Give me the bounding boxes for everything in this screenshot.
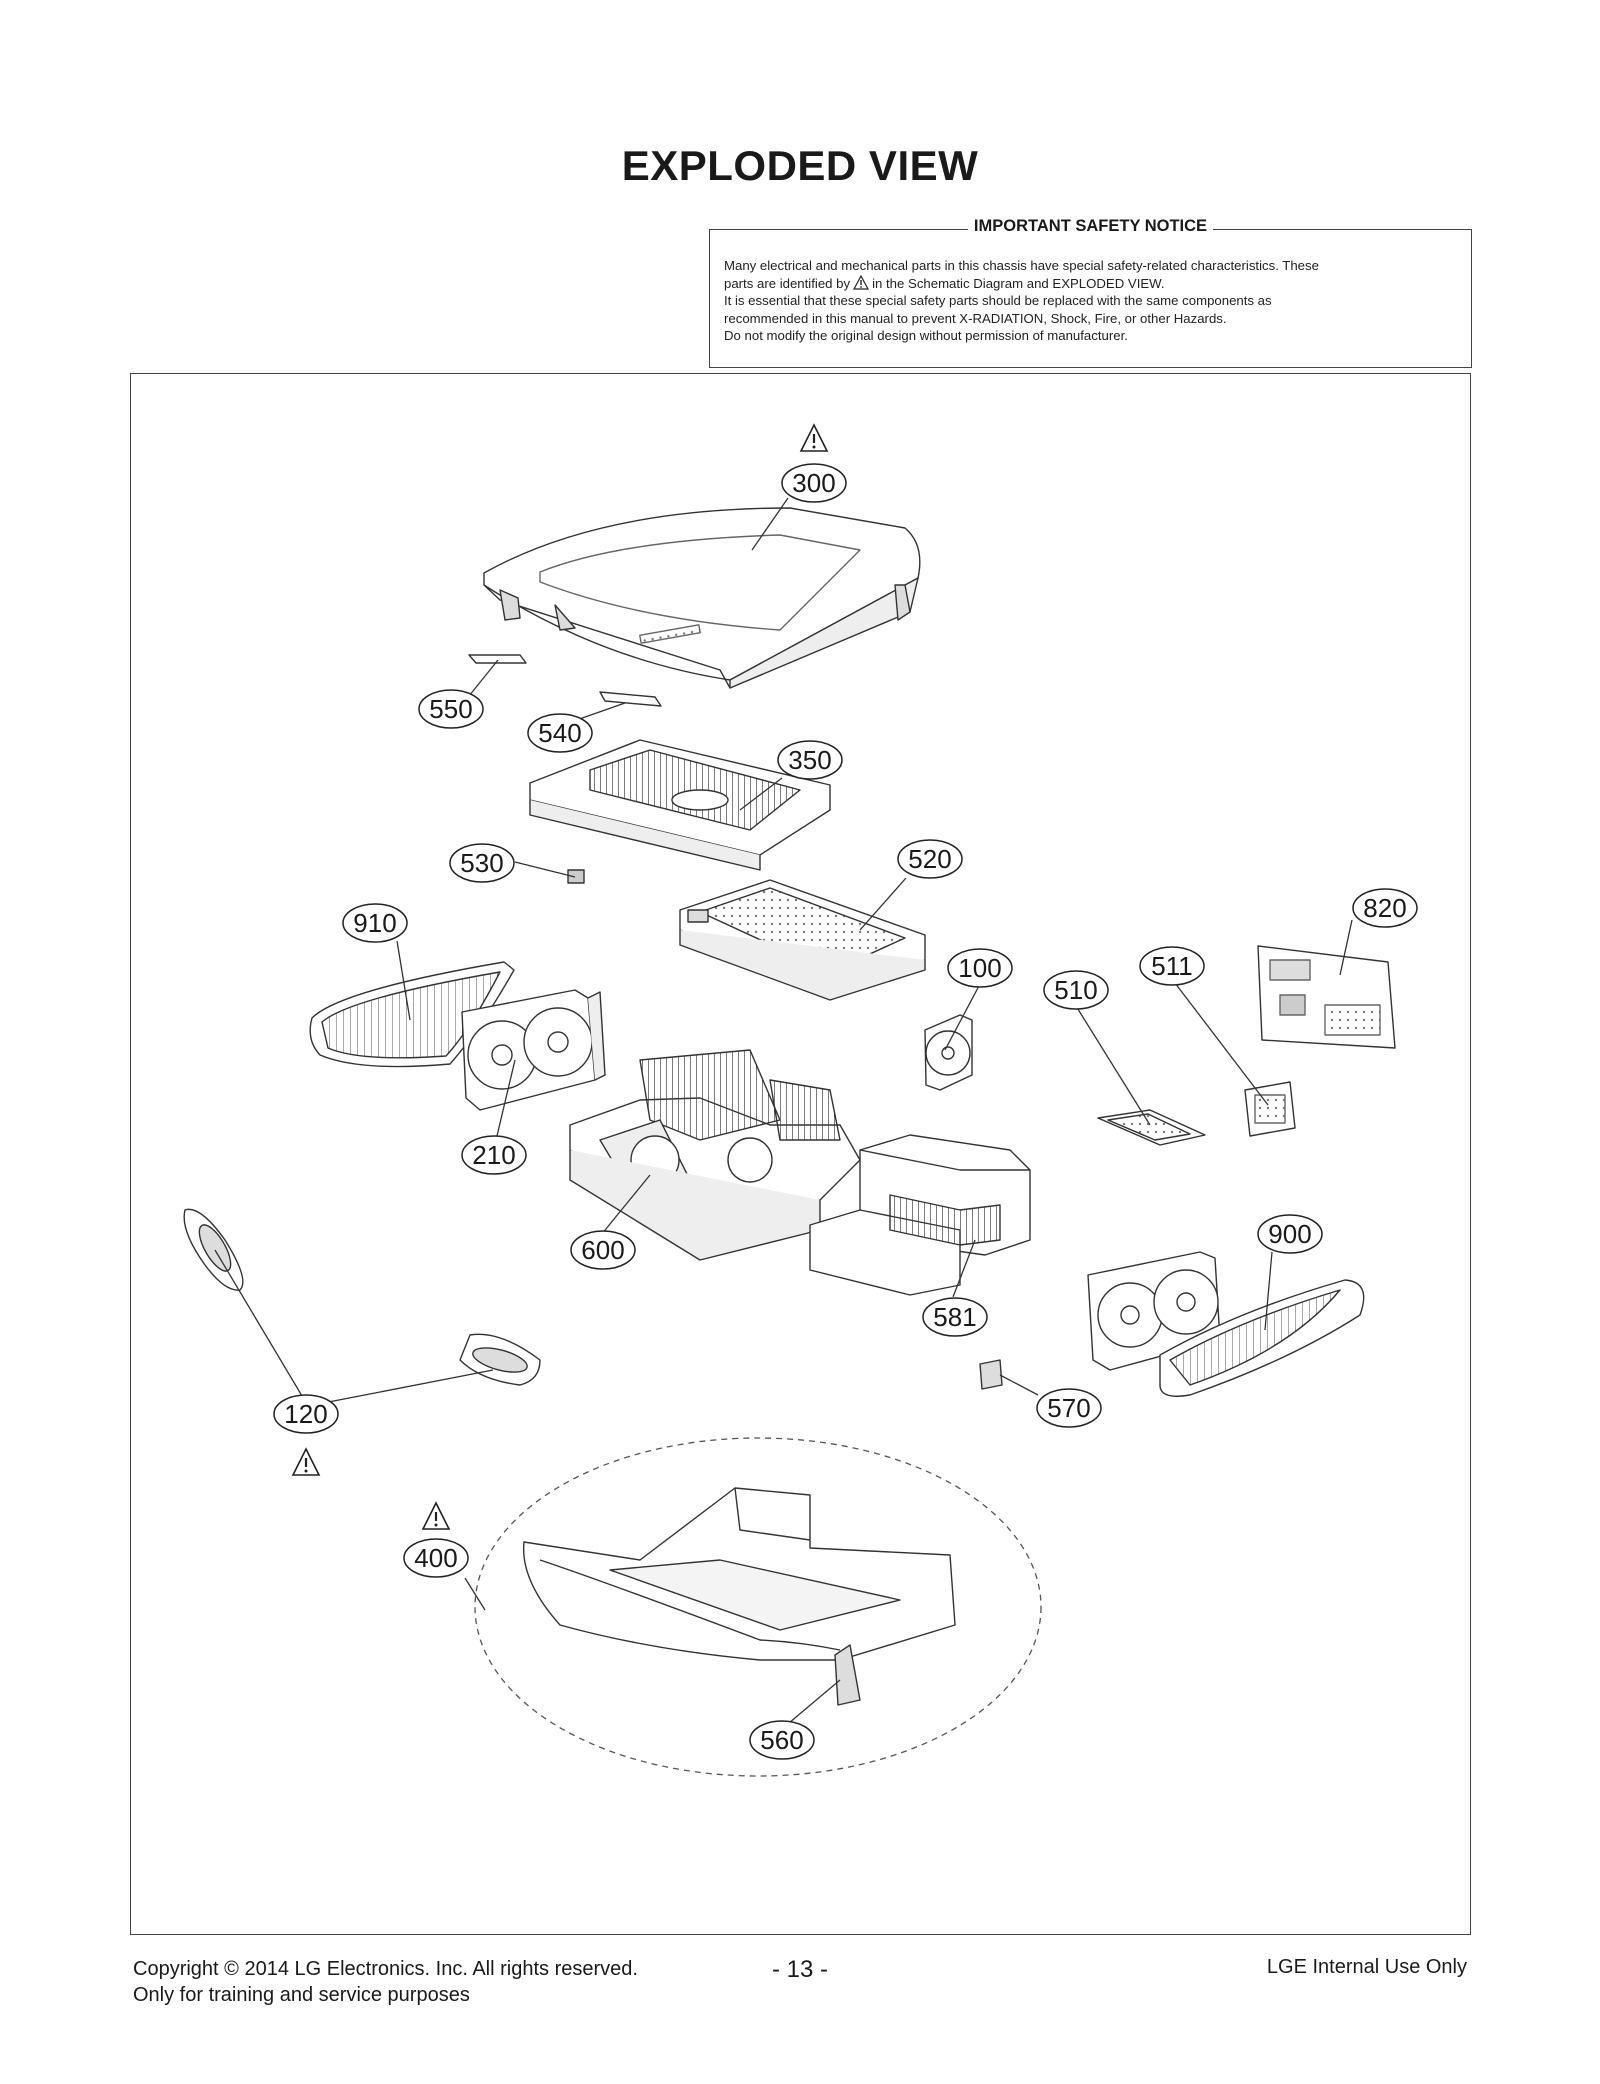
callout-label: 120 <box>284 1399 327 1429</box>
page-title: EXPLODED VIEW <box>621 142 979 189</box>
part-300-top-cover <box>483 507 921 689</box>
callout-label: 530 <box>460 848 503 878</box>
footer-page-number: - 13 - <box>771 1956 828 1983</box>
callout-511: 511 <box>1139 946 1205 986</box>
callout-600: 600 <box>570 1230 636 1270</box>
callout-bubble <box>947 948 1013 988</box>
callout-540: 540 <box>527 713 593 753</box>
callout-label: 600 <box>581 1235 624 1265</box>
callout-label: 910 <box>353 908 396 938</box>
callout-910: 910 <box>342 903 408 943</box>
callout-label: 570 <box>1047 1393 1090 1423</box>
callout-label: 300 <box>792 468 835 498</box>
callout-bubble <box>749 1720 815 1760</box>
part-600-main-chassis <box>569 1049 861 1261</box>
callout-bubble <box>449 843 515 883</box>
callout-120: 120 <box>273 1394 339 1476</box>
callout-550: 550 <box>418 689 484 729</box>
callout-350: 350 <box>777 740 843 780</box>
part-100-fan <box>924 1014 973 1091</box>
warning-triangle-icon <box>421 1501 451 1530</box>
footer-copyright: Copyright © 2014 LG Electronics. Inc. Al… <box>133 1958 638 1980</box>
callout-bubble <box>1043 970 1109 1010</box>
callout-bubble <box>418 689 484 729</box>
safety-notice-body: Many electrical and mechanical parts in … <box>724 257 1457 345</box>
base-group-dashed-ellipse <box>474 1437 1042 1777</box>
callout-label: 510 <box>1054 975 1097 1005</box>
callout-bubble <box>777 740 843 780</box>
callout-label: 560 <box>760 1725 803 1755</box>
callout-bubble <box>461 1135 527 1175</box>
callout-560: 560 <box>749 1720 815 1760</box>
part-210-fan-assembly <box>461 989 606 1111</box>
callout-bubble <box>1139 946 1205 986</box>
part-530-connector <box>567 869 585 884</box>
part-400-base <box>522 1487 956 1706</box>
notice-line-5: Do not modify the original design withou… <box>724 328 1128 343</box>
part-511-board <box>1244 1081 1296 1137</box>
callout-label: 511 <box>1151 951 1192 981</box>
callout-bubble <box>1352 888 1418 928</box>
callout-label: 550 <box>429 694 472 724</box>
callout-570: 570 <box>1036 1388 1102 1428</box>
callout-bubble <box>781 463 847 503</box>
callout-bubble <box>1257 1214 1323 1254</box>
part-900-fan-assembly <box>1087 1251 1365 1397</box>
footer-training-note: Only for training and service purposes <box>133 1984 470 2006</box>
safety-notice-box: IMPORTANT SAFETY NOTICE Many electrical … <box>709 217 1472 368</box>
callout-bubble <box>403 1538 469 1578</box>
safety-notice-title: IMPORTANT SAFETY NOTICE <box>710 217 1471 236</box>
callout-400: 400 <box>403 1501 469 1578</box>
callout-bubble <box>570 1230 636 1270</box>
notice-line-1: Many electrical and mechanical parts in … <box>724 258 1319 273</box>
callout-bubble <box>1036 1388 1102 1428</box>
part-570-bracket <box>979 1359 1003 1390</box>
callout-label: 210 <box>472 1140 515 1170</box>
callout-210: 210 <box>461 1135 527 1175</box>
callout-520: 520 <box>897 839 963 879</box>
callout-510: 510 <box>1043 970 1109 1010</box>
callout-bubble <box>527 713 593 753</box>
part-350-inner-frame <box>529 739 831 871</box>
warning-triangle-icon <box>291 1447 321 1476</box>
callout-label: 581 <box>933 1302 976 1332</box>
part-120-speakers <box>183 1208 541 1386</box>
callout-bubble <box>342 903 408 943</box>
callout-label: 900 <box>1268 1219 1311 1249</box>
callout-530: 530 <box>449 843 515 883</box>
part-820-board <box>1257 945 1396 1049</box>
callout-labels: 300 550 540 350 530 520 910 820 100 511 510 210 900 6… <box>273 423 1418 1760</box>
callout-900: 900 <box>1257 1214 1323 1254</box>
callout-bubble <box>897 839 963 879</box>
footer-left: Copyright © 2014 LG Electronics. Inc. Al… <box>133 1956 638 2008</box>
callout-label: 820 <box>1363 893 1406 923</box>
leader-lines <box>214 497 1353 1724</box>
part-510-board <box>1097 1109 1206 1146</box>
warning-triangle-icon <box>853 274 870 290</box>
part-581-power-block <box>809 1134 1031 1296</box>
callout-300: 300 <box>781 423 847 503</box>
notice-line-3: It is essential that these special safet… <box>724 293 1272 308</box>
diagram-frame <box>130 373 1471 1935</box>
callout-bubble <box>273 1394 339 1434</box>
notice-line-4: recommended in this manual to prevent X-… <box>724 310 1227 326</box>
footer-internal-use: LGE Internal Use Only <box>1266 1956 1467 1978</box>
callout-label: 350 <box>788 745 831 775</box>
callout-label: 520 <box>908 844 951 874</box>
callout-label: 400 <box>414 1543 457 1573</box>
callout-bubble <box>922 1297 988 1337</box>
part-540-strip <box>599 691 662 707</box>
callout-581: 581 <box>922 1297 988 1337</box>
callout-label: 100 <box>958 953 1001 983</box>
part-550-strip <box>468 654 527 664</box>
part-520-shield <box>679 879 926 1001</box>
warning-triangle-icon <box>799 423 829 452</box>
callout-820: 820 <box>1352 888 1418 928</box>
callout-label: 540 <box>538 718 581 748</box>
callout-100: 100 <box>947 948 1013 988</box>
